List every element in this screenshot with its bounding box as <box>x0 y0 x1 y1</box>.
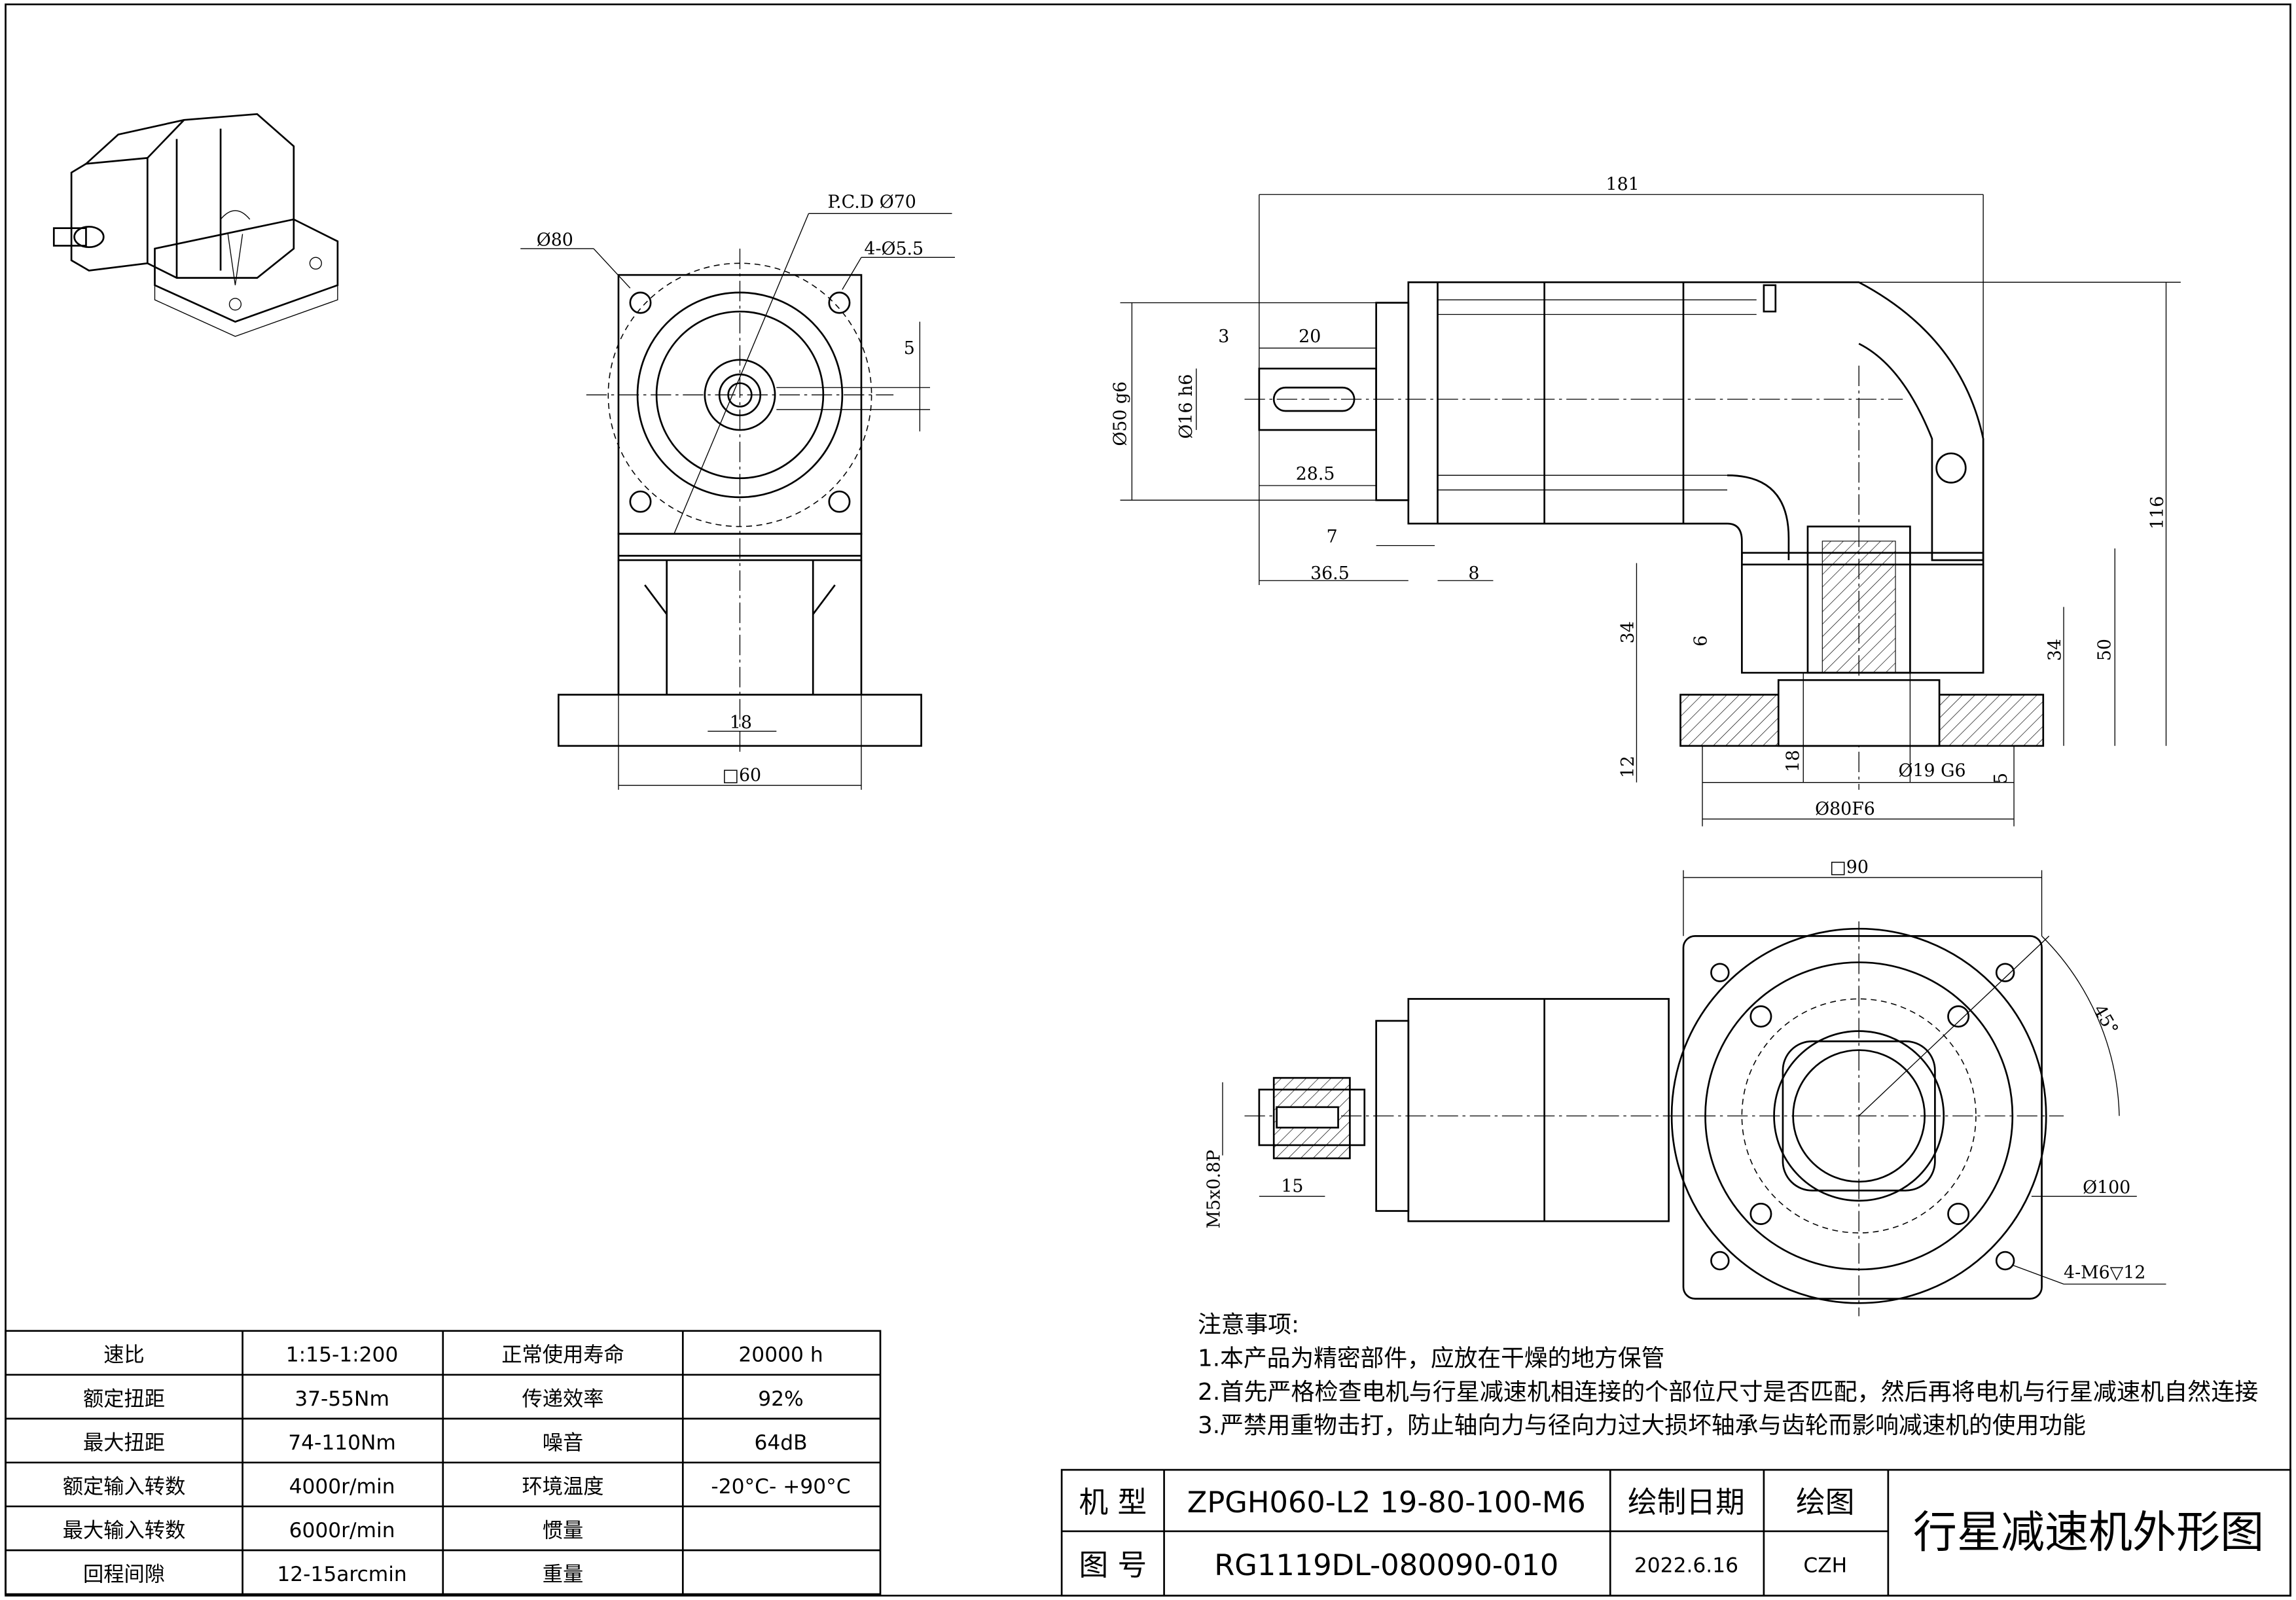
dim-bore: Ø19 G6 <box>1899 761 1966 781</box>
notes: 注意事项: 1.本产品为精密部件，应放在干燥的地方保管 2.首先严格检查电机与行… <box>1198 1311 2258 1439</box>
dim-5: 5 <box>1991 773 2011 784</box>
date-label: 绘制日期 <box>1628 1485 1745 1520</box>
front-view: Ø80 P.C.D Ø70 4-Ø5.5 5 18 □60 <box>520 192 955 790</box>
dim-15: 15 <box>1281 1176 1303 1196</box>
spec-value: 20000 h <box>738 1343 823 1367</box>
drawing-no-label: 图 号 <box>1079 1548 1147 1582</box>
spec-value: 92% <box>758 1387 804 1411</box>
dim-shaft: Ø16 h6 <box>1176 374 1196 439</box>
dim-square-60: □60 <box>723 765 761 785</box>
spec-label: 传递效率 <box>522 1387 603 1411</box>
dim-6: 6 <box>1691 635 1712 647</box>
dim-20: 20 <box>1299 327 1321 347</box>
dim-50: 50 <box>2095 639 2115 661</box>
spec-label: 额定扭距 <box>83 1387 165 1411</box>
dim-square-90: □90 <box>1829 857 1868 878</box>
spec-label: 回程间隙 <box>83 1563 165 1586</box>
dim-3: 3 <box>1218 327 1229 347</box>
spec-value: 4000r/min <box>289 1475 395 1499</box>
drawn-label: 绘图 <box>1796 1485 1854 1520</box>
dim-7: 7 <box>1327 527 1338 547</box>
note-item: 3.严禁用重物击打，防止轴向力与径向力过大损坏轴承与齿轮而影响减速机的使用功能 <box>1198 1412 2086 1439</box>
dim-offset: 5 <box>904 338 915 359</box>
dim-8: 8 <box>1468 563 1479 584</box>
note-item: 1.本产品为精密部件，应放在干燥的地方保管 <box>1198 1345 1664 1372</box>
dim-angle-45: 45° <box>2089 1001 2123 1039</box>
dim-28-5: 28.5 <box>1296 464 1335 484</box>
drawing-title: 行星减速机外形图 <box>1913 1507 2264 1558</box>
bottom-view: □90 45° Ø100 4-M6▽12 M5x0.8P 15 <box>1204 857 2166 1317</box>
model-value: ZPGH060-L2 19-80-100-M6 <box>1187 1485 1586 1520</box>
isometric-preview <box>52 113 339 337</box>
dim-pilot: Ø50 g6 <box>1110 382 1130 446</box>
spec-value: -20°C- +90°C <box>711 1475 850 1499</box>
date-value: 2022.6.16 <box>1634 1554 1738 1578</box>
dim-pcd: P.C.D Ø70 <box>828 192 916 212</box>
spec-label: 噪音 <box>543 1431 584 1455</box>
note-item: 2.首先严格检查电机与行星减速机相连接的个部位尺寸是否匹配，然后再将电机与行星减… <box>1198 1379 2258 1406</box>
spec-label: 最大输入转数 <box>63 1519 186 1542</box>
dim-34b: 34 <box>2045 639 2066 661</box>
spec-value: 1:15-1:200 <box>286 1343 399 1367</box>
drawn-value: CZH <box>1803 1554 1847 1578</box>
spec-label: 额定输入转数 <box>63 1475 186 1499</box>
dim-length-181: 181 <box>1606 175 1640 195</box>
dim-holes: 4-Ø5.5 <box>864 239 924 259</box>
spec-label: 速比 <box>103 1343 145 1367</box>
dim-36-5: 36.5 <box>1310 563 1350 584</box>
spec-label: 惯量 <box>543 1519 584 1542</box>
notes-title: 注意事项: <box>1198 1311 1299 1338</box>
dim-thread: M5x0.8P <box>1204 1150 1225 1228</box>
spec-label: 环境温度 <box>522 1475 603 1499</box>
spec-table: 速比 1:15-1:200 正常使用寿命 20000 h 额定扭距 37-55N… <box>5 1330 882 1595</box>
model-label: 机 型 <box>1079 1485 1147 1520</box>
title-block: 机 型 ZPGH060-L2 19-80-100-M6 绘制日期 绘图 图 号 … <box>1060 1468 2291 1597</box>
dim-thread-holes: 4-M6▽12 <box>2064 1262 2145 1283</box>
dim-height-116: 116 <box>2147 496 2168 529</box>
dim-width-18: 18 <box>730 713 752 733</box>
dim-18: 18 <box>1784 750 1804 772</box>
spec-value: 6000r/min <box>289 1519 395 1542</box>
dim-output-pilot: Ø80F6 <box>1815 799 1875 819</box>
spec-label: 最大扭距 <box>83 1431 165 1455</box>
side-view: 181 3 20 Ø50 g6 Ø16 h6 28.5 7 36.5 8 116… <box>1110 175 2181 827</box>
dim-flange-dia: Ø80 <box>537 230 573 250</box>
spec-label: 重量 <box>543 1563 584 1586</box>
spec-value: 74-110Nm <box>288 1431 396 1455</box>
spec-value: 12-15arcmin <box>277 1563 406 1586</box>
spec-label: 正常使用寿命 <box>501 1343 624 1367</box>
spec-value: 37-55Nm <box>295 1387 389 1411</box>
dim-pcd-100: Ø100 <box>2083 1178 2130 1198</box>
dim-34a: 34 <box>1618 621 1638 643</box>
drawing-no-value: RG1119DL-080090-010 <box>1214 1548 1558 1582</box>
spec-value: 64dB <box>754 1431 807 1455</box>
dim-12: 12 <box>1618 756 1638 778</box>
